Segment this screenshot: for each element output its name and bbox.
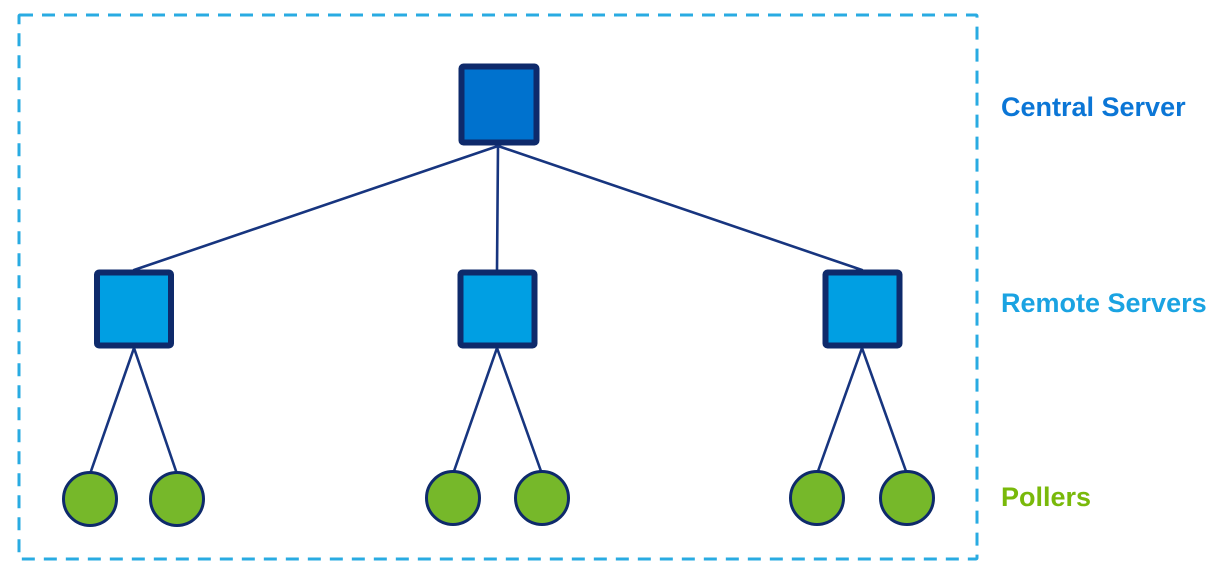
connector-central-remote-left	[132, 144, 500, 272]
central-to-remote-connectors	[132, 144, 864, 272]
connector-remote-right-poller-2	[860, 346, 909, 476]
poller-node-6	[879, 470, 935, 526]
connector-remote-right-poller-1	[815, 346, 864, 476]
remote-server-node-right	[822, 269, 903, 349]
poller-node-5	[789, 470, 845, 526]
poller-node-3	[425, 470, 481, 526]
connector-remote-middle-poller-1	[451, 346, 499, 476]
remote-servers-label: Remote Servers	[1001, 288, 1207, 318]
remote-server-nodes	[94, 269, 903, 349]
connector-central-remote-right	[496, 144, 864, 272]
connector-remote-left-poller-1	[88, 346, 136, 476]
pollers-label: Pollers	[1001, 482, 1092, 512]
remote-to-poller-connectors	[88, 346, 909, 476]
remote-server-node-middle	[457, 269, 538, 349]
dashed-boundary	[17, 13, 979, 561]
poller-node-4	[514, 470, 570, 526]
connector-remote-middle-poller-2	[495, 346, 544, 476]
remote-server-node-left	[94, 269, 174, 349]
connector-central-remote-middle	[495, 144, 500, 272]
poller-node-2	[149, 471, 205, 527]
poller-nodes	[62, 470, 935, 527]
poller-node-1	[62, 471, 118, 527]
connector-remote-left-poller-2	[132, 346, 179, 476]
central-server-label: Central Server	[1001, 92, 1186, 122]
central-server-node	[458, 63, 540, 146]
